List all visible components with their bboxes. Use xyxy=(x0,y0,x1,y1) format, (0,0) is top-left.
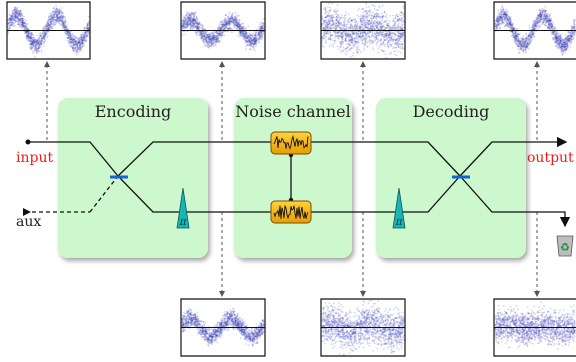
signal-plot-input xyxy=(6,1,91,60)
signal-plot-encoded-bottom xyxy=(180,298,266,357)
svg-text:π: π xyxy=(179,217,187,228)
decoding-panel xyxy=(376,98,526,258)
noise-source-icon xyxy=(270,200,312,224)
port-label-output: output xyxy=(527,150,574,166)
signal-plot-noisy-bottom xyxy=(320,298,406,357)
phase-shifter-icon: π xyxy=(392,187,406,229)
recycle-bin-icon: ♻ xyxy=(556,235,574,257)
signal-plot-output xyxy=(493,1,576,60)
noise-source-icon xyxy=(270,131,312,155)
signal-plot-noisy-top xyxy=(320,1,406,60)
encoding-title: Encoding xyxy=(95,102,171,121)
wire-input xyxy=(28,141,119,177)
noise-channel-title: Noise channel xyxy=(235,102,351,121)
phase-shifter-icon: π xyxy=(176,187,190,229)
port-label-aux: aux xyxy=(16,214,41,230)
wire-decoding-cross-out-bottom xyxy=(459,175,571,228)
decoding-title: Decoding xyxy=(413,102,490,121)
wire-decoding-cross-out-top xyxy=(459,136,568,177)
port-label-input: input xyxy=(16,150,53,166)
aux-terminal-arrow xyxy=(23,208,31,216)
encoding-panel xyxy=(58,98,208,258)
signal-plot-discarded xyxy=(493,298,576,357)
svg-text:π: π xyxy=(395,217,403,228)
svg-text:♻: ♻ xyxy=(560,241,570,254)
wire-aux xyxy=(89,175,119,213)
noise-channel-panel xyxy=(234,98,352,258)
input-terminal xyxy=(25,139,31,145)
signal-plot-encoded-top xyxy=(180,1,266,60)
